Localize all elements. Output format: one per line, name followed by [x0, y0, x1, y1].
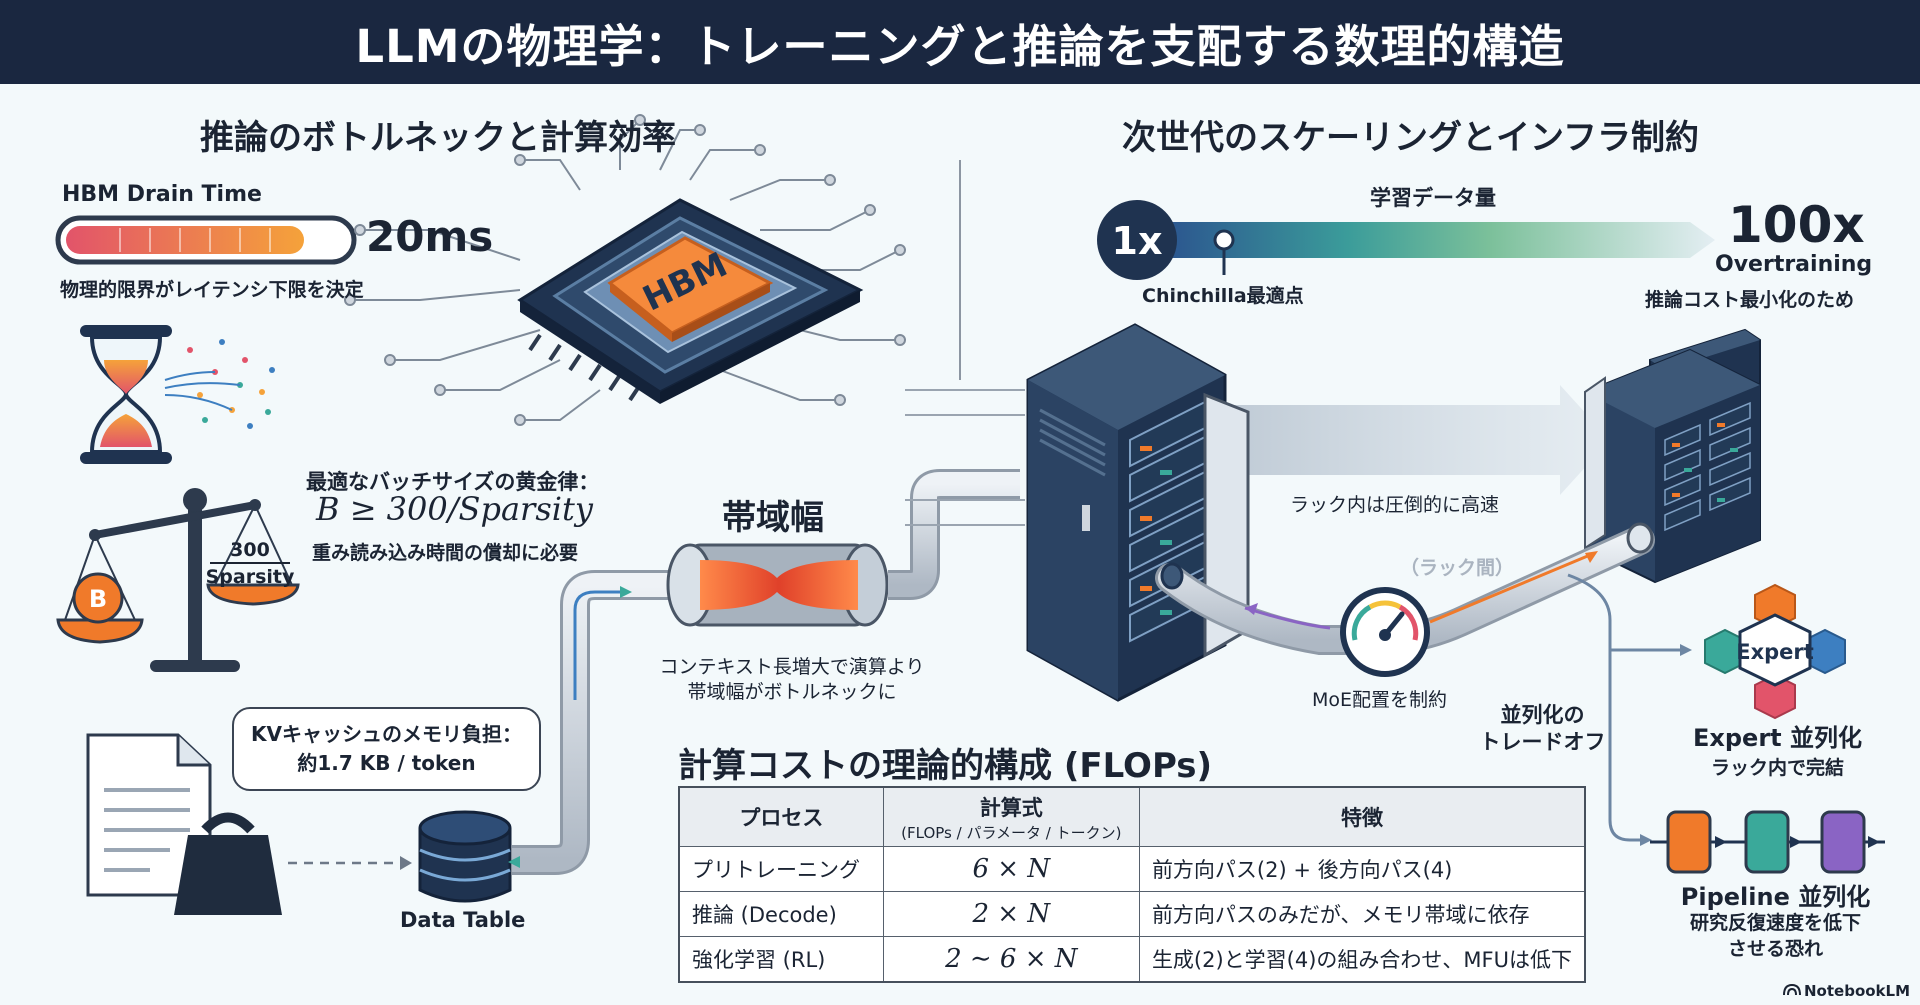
expert-parallel-caption: ラック内で完結 [1710, 757, 1844, 779]
bandwidth-tube-icon [666, 543, 889, 627]
pipeline-parallel-title: Pipeline 並列化 [1680, 883, 1871, 911]
page-title: LLMの物理学：トレーニングと推論を支配する数理的構造 [0, 0, 1920, 84]
table-row: 推論 (Decode) 2 × N 前方向パスのみだが、メモリ帯域に依存 [678, 891, 1586, 937]
flops-header-process: プロセス [678, 786, 884, 847]
hbm-drain-value: 20ms [366, 212, 494, 261]
chinchilla-marker [1213, 229, 1235, 251]
parallel-tradeoff-label: 並列化の トレードオフ [1465, 702, 1620, 756]
start-1x-label: 1x [1112, 219, 1163, 263]
notebooklm-logo-icon [1783, 983, 1801, 996]
pipeline-parallel-caption-2: させる恐れ [1727, 938, 1823, 960]
flops-table: プロセス 計算式 (FLOPs / パラメータ / トークン) 特徴 プリトレー… [678, 786, 1586, 983]
document-icon [86, 733, 212, 897]
batch-rule-caption: 重み読み込み時間の償却に必要 [312, 542, 579, 564]
bandwidth-label: 帯域幅 [722, 498, 824, 538]
balance-scale-icon [56, 488, 300, 672]
overtraining-label: Overtraining [1715, 252, 1873, 277]
expert-cubes-icon [1704, 583, 1846, 720]
hbm-drain-label: HBM Drain Time [62, 182, 262, 207]
data-amount-arrow [1097, 200, 1715, 280]
data-amount-label: 学習データ量 [1370, 186, 1496, 210]
flops-cell-formula: 2 ∼ 6 × N [882, 936, 1140, 983]
expert-icon-label: Expert [1736, 640, 1814, 664]
chinchilla-label: Chinchilla最適点 [1142, 285, 1304, 307]
hbm-chip-icon [344, 114, 906, 426]
flops-cell-formula: 2 × N [882, 891, 1140, 937]
moe-gauge-icon [1340, 587, 1430, 677]
flops-cell-formula: 6 × N [882, 846, 1140, 892]
start-1x-badge [1097, 200, 1177, 280]
parallel-branch-arrows [1567, 573, 1680, 842]
left-section-title: 推論のボトルネックと計算効率 [200, 118, 676, 158]
notebooklm-watermark: NotebookLM [1804, 982, 1911, 1000]
parallel-tradeoff-line1: 並列化の [1500, 703, 1585, 727]
moe-constraint-label: MoE配置を制約 [1312, 689, 1448, 711]
flops-header-formula-sub: (FLOPs / パラメータ / トークン) [901, 823, 1122, 842]
overtraining-caption: 推論コスト最小化のため [1645, 289, 1855, 311]
batch-rule-formula: B ≥ 300/Sparsity [316, 490, 593, 528]
inter-rack-label: （ラック間） [1400, 557, 1515, 579]
weight-icon [174, 812, 282, 915]
rack-fast-label: ラック内は圧倒的に高速 [1290, 494, 1500, 516]
data-table-label: Data Table [400, 908, 526, 932]
flops-cell-feature: 生成(2)と学習(4)の組み合わせ、MFUは低下 [1138, 936, 1586, 983]
flops-cell-feature: 前方向パス(2) + 後方向パス(4) [1138, 846, 1586, 892]
hbm-drain-bar-fill [66, 226, 304, 254]
flops-header-formula-main: 計算式 [979, 795, 1043, 820]
hourglass-icon [80, 325, 275, 464]
scale-right-denominator: Sparsity [206, 566, 295, 588]
data-table-icon [418, 810, 512, 903]
end-100x-label: 100x [1728, 196, 1865, 254]
expert-parallel-block: Expert 並列化 ラック内で完結 [1680, 718, 1875, 780]
scale-weight-b-icon [72, 572, 124, 624]
flops-cell-process: 推論 (Decode) [678, 891, 884, 937]
flops-header-feature: 特徴 [1138, 786, 1586, 847]
table-row: 強化学習 (RL) 2 ∼ 6 × N 生成(2)と学習(4)の組み合わせ、MF… [678, 936, 1586, 983]
flops-header-formula: 計算式 (FLOPs / パラメータ / トークン) [882, 786, 1140, 847]
flops-cell-feature: 前方向パスのみだが、メモリ帯域に依存 [1138, 891, 1586, 937]
rack-fast-arrow [1225, 385, 1610, 495]
expert-parallel-title: Expert 並列化 [1693, 724, 1862, 752]
flops-section-title: 計算コストの理論的構成 (FLOPs) [678, 746, 1213, 786]
flops-table-header-row: プロセス 計算式 (FLOPs / パラメータ / トークン) 特徴 [678, 786, 1586, 847]
pipeline-parallel-caption-1: 研究反復速度を低下 [1689, 912, 1861, 934]
parallel-tradeoff-line2: トレードオフ [1479, 730, 1606, 754]
kv-cache-line1: KVキャッシュのメモリ負担： [251, 722, 522, 746]
hbm-drain-bar [55, 215, 357, 265]
batch-rule-heading: 最適なバッチサイズの黄金律： [306, 470, 600, 494]
bandwidth-caption-line2: 帯域幅がボトルネックに [687, 681, 897, 703]
pipeline-blocks-icon [1650, 810, 1885, 874]
pipeline-parallel-block: Pipeline 並列化 研究反復速度を低下 させる恐れ [1668, 884, 1883, 962]
bandwidth-caption-line1: コンテキスト長増大で演算より [659, 656, 925, 678]
server-rack-remote-icon [1584, 328, 1761, 584]
kv-cache-callout: KVキャッシュのメモリ負担： 約1.7 KB / token [232, 707, 541, 791]
flops-cell-process: プリトレーニング [678, 846, 884, 892]
flops-cell-process: 強化学習 (RL) [678, 936, 884, 983]
table-row: プリトレーニング 6 × N 前方向パス(2) + 後方向パス(4) [678, 846, 1586, 892]
right-section-title: 次世代のスケーリングとインフラ制約 [1122, 118, 1699, 158]
kv-cache-line2: 約1.7 KB / token [297, 751, 476, 775]
hbm-drain-caption: 物理的限界がレイテンシ下限を決定 [60, 279, 364, 301]
scale-right-numerator: 300 [230, 539, 270, 561]
bandwidth-caption: コンテキスト長増大で演算より 帯域幅がボトルネックに [642, 655, 942, 705]
scale-left-label: B [89, 585, 107, 613]
server-rack-main-icon [1026, 323, 1250, 702]
